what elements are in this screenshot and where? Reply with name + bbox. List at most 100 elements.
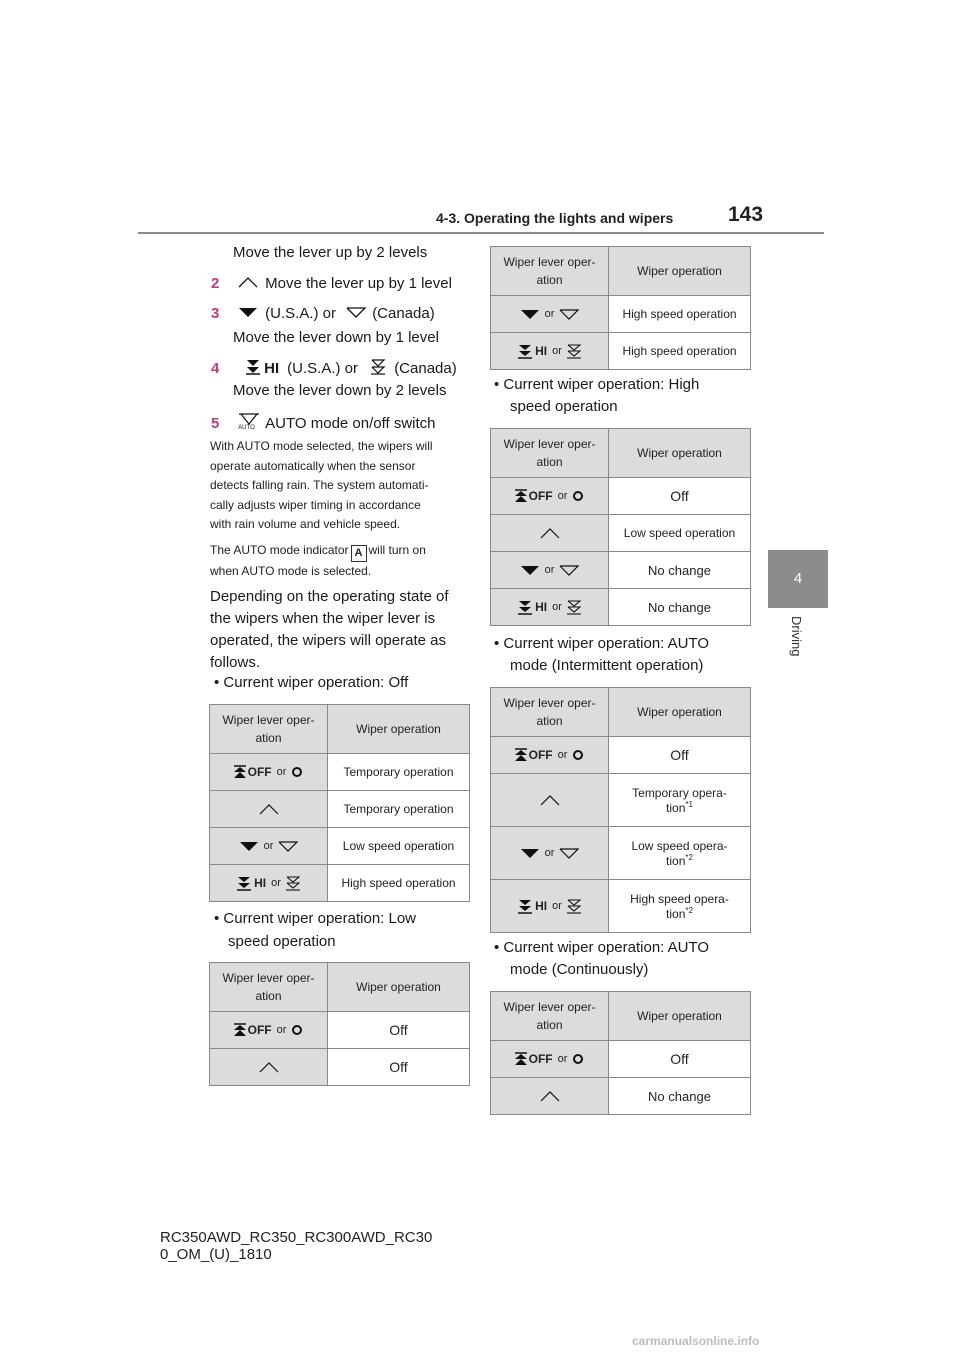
operation-cell: Temporary operation bbox=[343, 802, 454, 816]
col-header-lever: Wiper lever oper-ation bbox=[210, 705, 328, 753]
mist-up-icon bbox=[233, 1023, 246, 1036]
paragraph-line: follows. bbox=[210, 654, 261, 671]
off-circle-icon bbox=[292, 1025, 303, 1035]
chapter-label: Driving bbox=[789, 616, 804, 657]
table-row: HI or High speed opera-tion*2 bbox=[491, 879, 750, 932]
operation-cell: No change bbox=[648, 562, 711, 578]
step-4: 4 HI(U.S.A.) or (Canada) bbox=[211, 359, 457, 377]
section-high-heading-2: speed operation bbox=[510, 398, 618, 415]
table-row: or Low speed operation bbox=[210, 827, 469, 864]
chapter-tab: 4 bbox=[768, 550, 828, 608]
lever-down-filled-icon bbox=[520, 848, 539, 858]
operation-cell: Off bbox=[670, 1051, 689, 1067]
lever-down-outline-icon bbox=[559, 564, 580, 576]
operation-cell: No change bbox=[648, 1088, 711, 1104]
off-circle-icon bbox=[573, 1054, 584, 1064]
table-current-low-continued: Wiper lever oper-ation Wiper operation o… bbox=[490, 246, 751, 370]
hi-label: HI bbox=[535, 899, 548, 913]
operation-cell: Temporary operation bbox=[343, 765, 454, 779]
col-header-operation: Wiper operation bbox=[328, 705, 469, 753]
lever-hi-icon bbox=[518, 344, 533, 359]
off-label: OFF bbox=[528, 489, 553, 503]
off-label: OFF bbox=[528, 1052, 553, 1066]
table-row: HI or High speed operation bbox=[210, 864, 469, 901]
table-row: OFF or Off bbox=[491, 477, 750, 514]
lever-mist-outline-icon bbox=[566, 599, 581, 615]
lever-down-outline-icon bbox=[559, 308, 580, 320]
section-title: 4-3. Operating the lights and wipers bbox=[436, 210, 674, 226]
step-5-number: 5 bbox=[211, 415, 220, 432]
auto-switch-icon: AUTO bbox=[237, 412, 261, 432]
col-header-lever: Wiper lever oper-ation bbox=[210, 963, 328, 1011]
note-line: operate automatically when the sensor bbox=[210, 458, 416, 473]
mist-up-icon bbox=[514, 748, 527, 761]
lever-up-icon bbox=[540, 795, 559, 806]
lever-mist-outline-icon bbox=[285, 875, 300, 891]
section-low-heading: • Current wiper operation: Low bbox=[214, 910, 417, 927]
auto-switch-label: AUTO bbox=[238, 425, 255, 431]
table-current-low: Wiper lever oper-ation Wiper operation O… bbox=[209, 962, 470, 1086]
operation-cell: Temporary opera-tion*1 bbox=[632, 785, 727, 815]
step-4-canada: (Canada) bbox=[394, 360, 457, 377]
note-line: With AUTO mode selected, the wipers will bbox=[210, 439, 433, 453]
lever-down-outline-icon bbox=[278, 840, 299, 852]
mist-up-icon bbox=[233, 765, 246, 778]
step-5-text: AUTO mode on/off switch bbox=[265, 415, 436, 432]
section-auto-cont-heading-2: mode (Continuously) bbox=[510, 961, 649, 978]
off-circle-icon bbox=[573, 750, 584, 760]
step-3: 3 (U.S.A.) or (Canada) bbox=[211, 305, 435, 322]
off-label: OFF bbox=[528, 748, 553, 762]
step-4-hi-label: HI bbox=[264, 360, 280, 377]
col-header-operation: Wiper operation bbox=[328, 963, 469, 1011]
lever-up-icon bbox=[540, 1091, 559, 1102]
paragraph-line: Depending on the operating state of bbox=[210, 588, 449, 605]
table-row: Temporary operation bbox=[210, 790, 469, 827]
section-off-heading: • Current wiper operation: Off bbox=[214, 674, 409, 691]
step-3-number: 3 bbox=[211, 305, 220, 322]
step-2-number: 2 bbox=[211, 275, 220, 292]
or-label: or bbox=[557, 1053, 568, 1065]
table-row: OFF or Off bbox=[210, 1011, 469, 1048]
paragraph-line: operated, the wipers will operate as bbox=[210, 632, 446, 649]
indicator-note-pre: The AUTO mode indicator bbox=[210, 543, 349, 557]
col-header-lever: Wiper lever oper-ation bbox=[491, 429, 609, 477]
step-4-usa: (U.S.A.) or bbox=[287, 360, 359, 377]
operation-cell: Low speed operation bbox=[342, 839, 455, 853]
lever-down-filled-icon bbox=[239, 308, 258, 317]
section-high-heading: • Current wiper operation: High bbox=[494, 376, 700, 393]
table-row: HI or High speed operation bbox=[491, 332, 750, 369]
table-row: HI or No change bbox=[491, 588, 750, 625]
document-code-line: 0_OM_(U)_1810 bbox=[160, 1246, 272, 1263]
lever-down-filled-icon bbox=[520, 309, 539, 319]
table-row: Low speed operation bbox=[491, 514, 750, 551]
step-3-canada: (Canada) bbox=[372, 305, 435, 322]
table-row: or Low speed opera-tion*2 bbox=[491, 826, 750, 879]
lever-mist-outline-icon bbox=[371, 359, 386, 375]
indicator-a-box: A bbox=[350, 545, 367, 562]
or-label: or bbox=[557, 749, 568, 761]
lever-hi-icon bbox=[518, 600, 533, 615]
or-label: or bbox=[544, 564, 555, 576]
table-row: Temporary opera-tion*1 bbox=[491, 773, 750, 826]
operation-cell: High speed opera-tion*2 bbox=[630, 891, 729, 921]
table-row: or High speed operation bbox=[491, 295, 750, 332]
table-auto-intermittent: Wiper lever oper-ation Wiper operation O… bbox=[490, 687, 751, 933]
paragraph-line: the wipers when the wiper lever is bbox=[210, 610, 436, 627]
lever-up-icon bbox=[259, 804, 278, 815]
operation-cell: Low speed opera-tion*2 bbox=[631, 838, 728, 868]
or-label: or bbox=[276, 766, 287, 778]
intro-paragraph: Depending on the operating state of the … bbox=[210, 586, 449, 674]
step-2: 2 Move the lever up by 1 level bbox=[211, 275, 452, 292]
off-label: OFF bbox=[247, 765, 272, 779]
lever-up-icon bbox=[238, 277, 258, 288]
table-row: or No change bbox=[491, 551, 750, 588]
or-label: or bbox=[276, 1024, 287, 1036]
operation-cell: Off bbox=[670, 488, 689, 504]
note-line: detects falling rain. The system automat… bbox=[210, 478, 429, 492]
step-5: 5 AUTO AUTO mode on/off switch bbox=[211, 412, 436, 432]
hi-label: HI bbox=[254, 876, 267, 890]
lever-mist-outline-icon bbox=[566, 343, 581, 359]
watermark: carmanualsonline.info bbox=[632, 1334, 760, 1348]
table-current-high: Wiper lever oper-ation Wiper operation O… bbox=[490, 428, 751, 626]
auto-mode-note: With AUTO mode selected, the wipers will… bbox=[210, 437, 433, 535]
